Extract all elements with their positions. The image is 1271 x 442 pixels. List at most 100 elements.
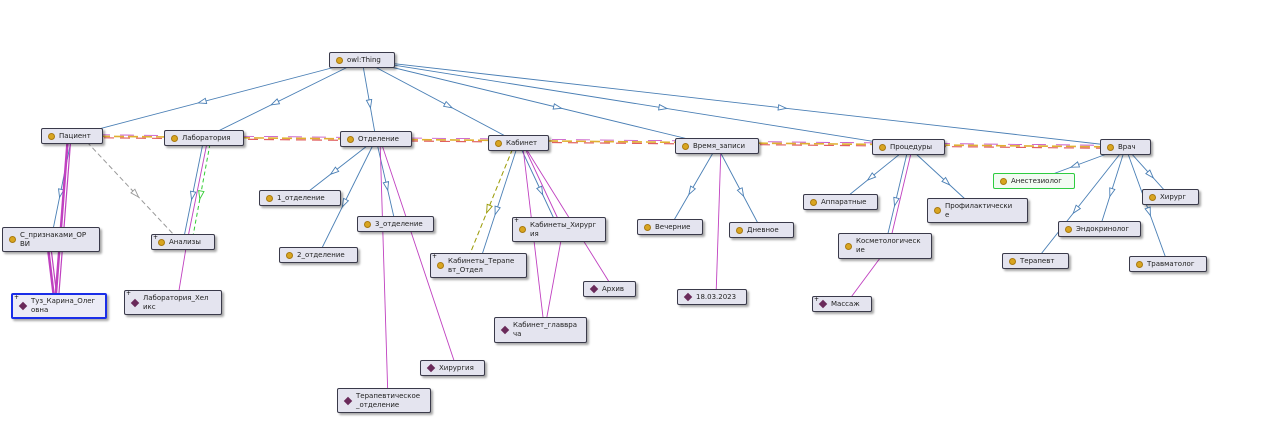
edge-owl_thing-to-patient xyxy=(71,59,363,137)
class-dot-icon xyxy=(495,139,502,147)
node-lab-helix[interactable]: +Лаборатория_Хел икс xyxy=(124,290,222,315)
arrowhead-icon xyxy=(552,103,564,110)
edge-owl_thing-to-laboratory xyxy=(203,59,363,139)
node-doctor[interactable]: Врач xyxy=(1100,139,1151,155)
class-dot-icon xyxy=(1136,260,1143,268)
edge-patient-to-orvi xyxy=(50,135,73,240)
edge-appointment_time-to-daytime xyxy=(716,145,762,231)
individual-diamond-icon xyxy=(818,299,828,309)
node-surgery[interactable]: Хирургия xyxy=(420,360,485,376)
edge-doctor-to-traumatologist xyxy=(1125,146,1169,265)
arrowhead-icon xyxy=(941,176,951,186)
class-dot-icon xyxy=(286,251,293,259)
node-endocrinologist[interactable]: Эндокринолог xyxy=(1058,221,1141,237)
node-cab-therapist[interactable]: +Кабинеты_Терапе вт_Отдел xyxy=(430,253,527,278)
edge-cabinet-to-cab_therapist xyxy=(478,142,519,266)
node-archive[interactable]: Архив xyxy=(583,281,636,297)
node-evening[interactable]: Вечерние xyxy=(637,219,703,235)
node-procedures[interactable]: Процедуры xyxy=(872,139,945,155)
arrowhead-icon xyxy=(365,98,373,110)
individual-diamond-icon xyxy=(343,396,353,405)
class-dot-icon xyxy=(158,238,165,246)
node-tuz-karina[interactable]: +Туз_Карина_Олег овна xyxy=(11,293,107,319)
individual-diamond-icon xyxy=(589,284,599,294)
class-dot-icon xyxy=(682,142,689,150)
edge-laboratory-to-analyses xyxy=(182,137,205,243)
node-anesthesiologist[interactable]: Анестезиолог xyxy=(993,173,1075,189)
arrowhead-icon xyxy=(329,166,340,176)
node-therapist[interactable]: Терапевт xyxy=(1002,253,1069,269)
edge-patient-to-doctor xyxy=(71,135,1126,148)
expand-icon[interactable]: + xyxy=(14,294,20,301)
node-cabinet[interactable]: Кабинет xyxy=(488,135,549,151)
node-hardware[interactable]: Аппаратные xyxy=(803,194,878,210)
expand-icon[interactable]: + xyxy=(153,234,159,241)
node-preventive[interactable]: Профилактически е xyxy=(927,198,1028,223)
node-patient[interactable]: Пациент xyxy=(41,128,103,144)
expand-icon[interactable]: + xyxy=(514,217,520,224)
edge-owl_thing-to-doctor xyxy=(361,59,1126,148)
node-laboratory[interactable]: Лаборатория xyxy=(164,130,244,146)
node-traumatologist[interactable]: Травматолог xyxy=(1129,256,1207,272)
node-cab-surgeon[interactable]: +Кабинеты_Хирург ия xyxy=(512,217,606,242)
class-dot-icon xyxy=(644,223,651,231)
edge-appointment_time-to-evening xyxy=(669,145,718,228)
edge-patient-to-doctor-3 xyxy=(71,134,1126,146)
edge-laboratory-to-analyses xyxy=(192,143,211,237)
class-dot-icon xyxy=(736,226,743,234)
expand-icon[interactable]: + xyxy=(432,253,438,260)
class-dot-icon xyxy=(437,262,444,269)
node-daytime[interactable]: Дневное xyxy=(729,222,794,238)
arrowhead-icon xyxy=(486,203,493,215)
class-dot-icon xyxy=(1065,225,1072,233)
arrowhead-icon xyxy=(1145,169,1155,179)
arrowhead-icon xyxy=(341,197,350,209)
individual-diamond-icon xyxy=(500,325,510,335)
node-dept1[interactable]: 1_отделение xyxy=(259,190,341,206)
arrowhead-icon xyxy=(130,188,140,199)
arrowhead-icon xyxy=(1072,204,1082,215)
node-orvi-symptoms[interactable]: С_признаками_ОР ВИ xyxy=(2,227,100,252)
edge-doctor-to-endocrinologist xyxy=(1099,146,1126,230)
arrowhead-icon xyxy=(1144,206,1151,217)
class-dot-icon xyxy=(48,132,55,140)
node-appointment-time[interactable]: Время_записи xyxy=(675,138,759,154)
edge-department-to-dept1 xyxy=(299,138,377,199)
node-cosmetology[interactable]: Косметологическ ие xyxy=(838,233,932,259)
edge-patient-to-tuz xyxy=(53,135,70,307)
class-dot-icon xyxy=(519,226,526,233)
node-owl-thing[interactable]: owl:Thing xyxy=(329,52,395,68)
edge-patient-to-analyses xyxy=(86,141,176,237)
arrowhead-icon xyxy=(382,181,390,192)
individual-diamond-icon xyxy=(426,363,436,373)
arrowhead-icon xyxy=(58,188,65,199)
edge-cabinet-to-cab_therapist xyxy=(468,148,513,258)
node-date[interactable]: 18.03.2023 xyxy=(677,289,747,305)
edge-department-to-surgery xyxy=(379,138,457,369)
node-chief-cabinet[interactable]: Кабинет_главвра ча xyxy=(494,317,587,343)
node-therapeutic-dept[interactable]: Терапевтическое _отделение xyxy=(337,388,431,413)
expand-icon[interactable]: + xyxy=(814,296,820,303)
class-dot-icon xyxy=(336,56,343,64)
individual-diamond-icon xyxy=(18,301,28,311)
class-dot-icon xyxy=(879,143,886,151)
class-dot-icon xyxy=(9,236,16,243)
node-department[interactable]: Отделение xyxy=(340,131,412,147)
arrowhead-icon xyxy=(777,104,788,111)
arrowhead-icon xyxy=(658,103,669,111)
class-dot-icon xyxy=(1000,177,1007,185)
node-dept2[interactable]: 2_отделение xyxy=(279,247,358,263)
edge-laboratory-to-analyses xyxy=(186,137,209,243)
expand-icon[interactable]: + xyxy=(126,290,132,297)
arrowhead-icon xyxy=(536,185,544,196)
edge-department-to-dept2 xyxy=(318,138,377,256)
class-dot-icon xyxy=(845,242,852,250)
node-massage[interactable]: +Массаж xyxy=(812,296,872,312)
arrowhead-icon xyxy=(494,205,501,217)
node-surgeon[interactable]: Хирург xyxy=(1142,189,1199,205)
node-dept3[interactable]: 3_отделение xyxy=(357,216,434,232)
class-dot-icon xyxy=(934,207,941,214)
arrowhead-icon xyxy=(893,196,900,208)
node-analyses[interactable]: +Анализы xyxy=(151,234,215,250)
